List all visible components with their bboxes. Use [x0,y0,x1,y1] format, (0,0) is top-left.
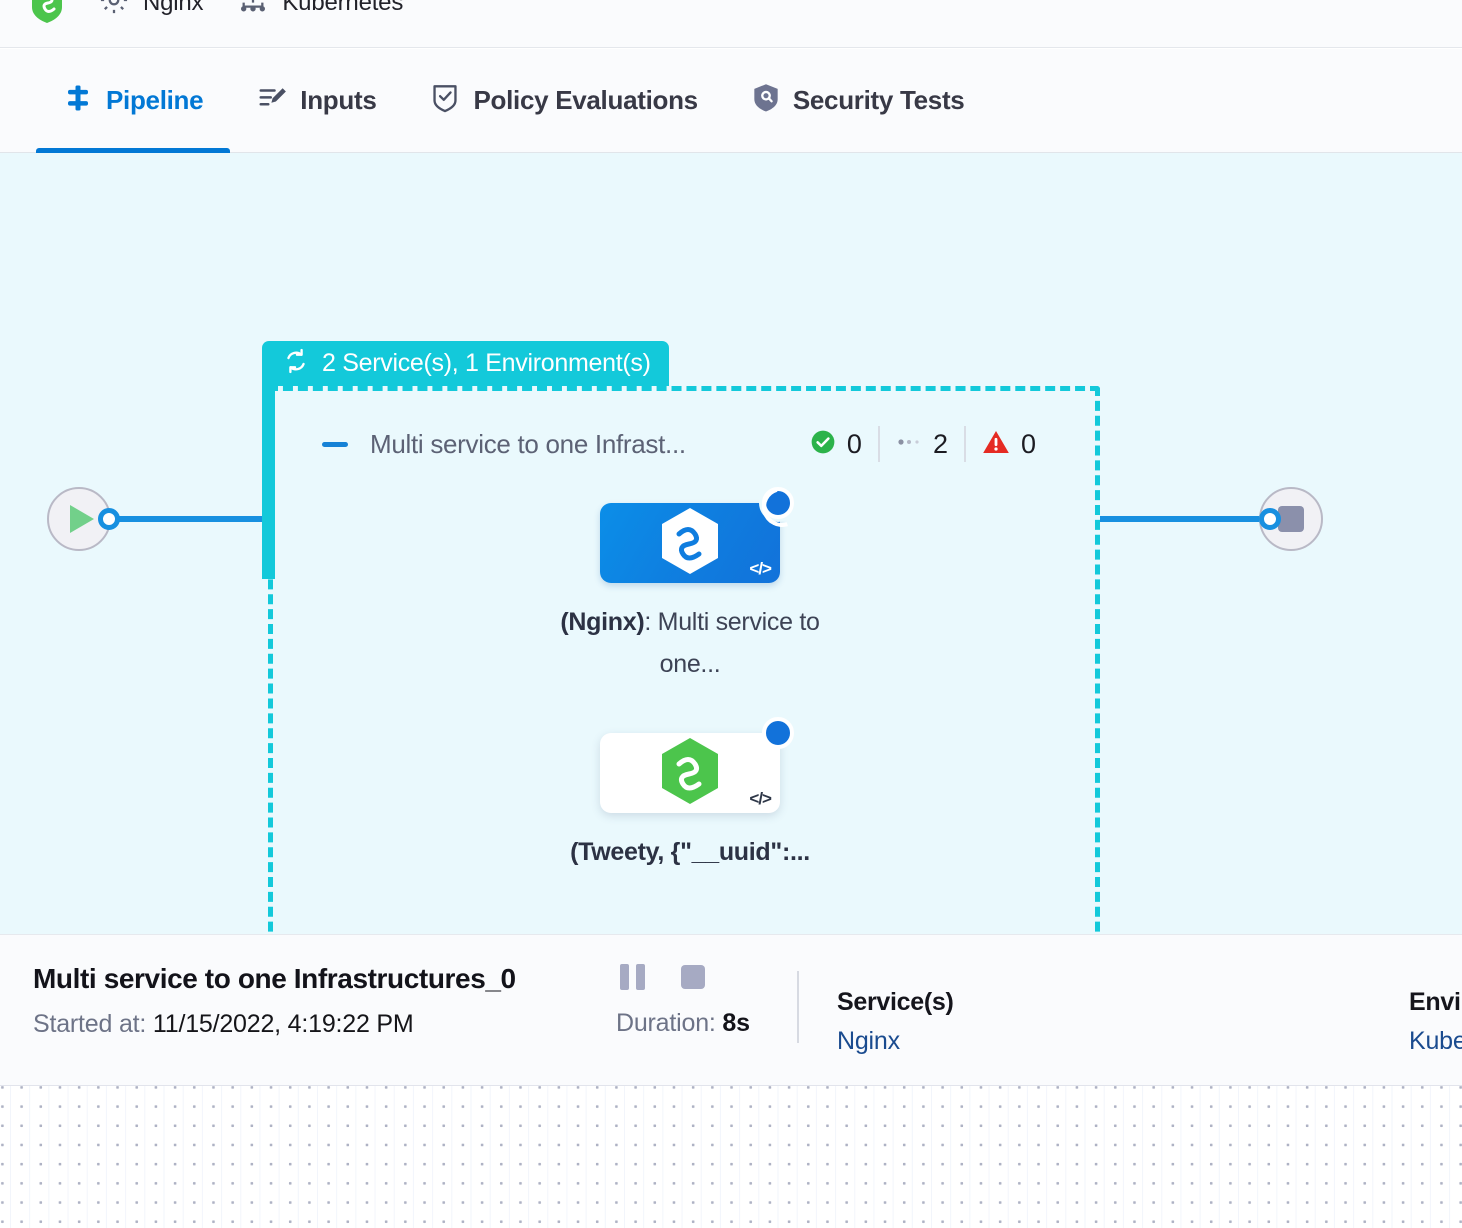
execution-title: Multi service to one Infrastructures_0 [33,963,516,994]
node-card-tweety[interactable]: </> [600,717,794,813]
stop-icon[interactable] [681,965,705,989]
node-label-nginx-bold: (Nginx) [560,608,645,636]
tab-label-inputs: Inputs [300,85,377,115]
execution-duration: Duration: 8s [616,1009,750,1038]
node-status-badge[interactable] [762,717,794,749]
pipeline-node-nginx[interactable]: </> (Nginx): Multi service to one... [560,487,820,685]
gear-icon [98,0,130,21]
breadcrumb: Nginx Kubernetes [0,0,1462,48]
start-output-port[interactable] [98,508,120,530]
node-label-tweety: (Tweety, {"__uuid":... [560,831,820,873]
play-icon [70,505,94,533]
node-label-nginx-rest: : Multi service to one... [644,608,820,678]
tab-bar: Pipeline Inputs Policy Evaluations [0,49,1462,153]
warning-triangle-icon [982,429,1010,460]
execution-started-at: Started at: 11/15/2022, 4:19:22 PM [33,1010,414,1039]
playback-controls [620,964,705,990]
node-label-nginx: (Nginx): Multi service to one... [560,601,820,685]
harness-shield-icon [30,0,64,29]
execution-info-panel: Multi service to one Infrastructures_0 S… [0,934,1462,1086]
tab-label-security-tests: Security Tests [792,85,965,115]
pipeline-node-tweety[interactable]: </> (Tweety, {"__uuid":... [570,717,820,873]
duration-label: Duration: [616,1009,716,1037]
harness-hexagon-icon [658,506,722,581]
loop-repeat-icon [282,347,310,380]
node-status-running-badge[interactable] [762,487,794,519]
pipeline-end-node[interactable] [1259,487,1323,551]
connector-start-to-group [112,516,267,522]
environment-link-kubernetes[interactable]: Kube [1409,1027,1462,1055]
stop-icon [1278,506,1304,532]
duration-value: 8s [722,1009,750,1037]
kubernetes-icon [237,0,269,21]
status-count-success: 0 [794,426,878,462]
status-count-failed-value: 0 [1020,428,1036,459]
breadcrumb-item-project[interactable] [30,0,64,29]
pause-icon[interactable] [620,964,645,990]
stage-group-badge-label: 2 Service(s), 1 Environment(s) [322,349,651,377]
breadcrumb-label-nginx: Nginx [143,0,204,16]
status-count-running: 2 [877,426,964,462]
execution-started-label: Started at: [33,1010,147,1038]
environments-column: Envi Kube [1409,988,1462,1056]
collapse-dash-icon[interactable] [322,441,348,447]
end-input-port[interactable] [1259,508,1281,530]
status-counts: 0 2 [794,423,1052,465]
services-column: Service(s) Nginx [837,988,954,1056]
inputs-icon [257,83,287,118]
tab-label-pipeline: Pipeline [106,85,204,115]
services-heading: Service(s) [837,988,954,1016]
stage-group-left-bar [262,383,275,579]
code-brackets-icon: </> [749,559,772,578]
stage-group-header: Multi service to one Infrast... 0 [322,423,1052,465]
stage-group-badge[interactable]: 2 Service(s), 1 Environment(s) [262,341,669,386]
node-label-tweety-bold: (Tweety, {"__uuid":... [570,838,810,866]
tab-pipeline[interactable]: Pipeline [36,49,231,153]
code-brackets-icon: </> [749,789,772,808]
harness-hexagon-green-icon [658,736,722,811]
pipeline-icon [63,83,93,118]
tab-inputs[interactable]: Inputs [230,49,403,153]
pipeline-canvas[interactable]: 2 Service(s), 1 Environment(s) Multi ser… [0,153,1462,934]
designer-dot-grid[interactable] [0,1086,1462,1228]
status-count-success-value: 0 [846,428,862,459]
stage-group-box[interactable] [268,386,1100,934]
connector-group-to-end [1100,516,1265,522]
tab-policy-evaluations[interactable]: Policy Evaluations [403,49,724,153]
check-circle-icon [810,429,836,460]
policy-shield-check-icon [430,82,460,119]
status-count-failed: 0 [963,426,1052,462]
breadcrumb-item-nginx[interactable]: Nginx [98,0,204,21]
security-shield-icon [752,82,780,119]
environments-heading: Envi [1409,988,1461,1016]
service-link-nginx[interactable]: Nginx [837,1027,900,1055]
breadcrumb-label-kubernetes: Kubernetes [282,0,404,16]
panel-divider [797,971,799,1043]
tab-label-policy-evaluations: Policy Evaluations [473,85,698,115]
tab-security-tests[interactable]: Security Tests [725,49,992,153]
stage-group-title: Multi service to one Infrast... [370,428,686,459]
dots-icon [896,435,922,454]
breadcrumb-item-kubernetes[interactable]: Kubernetes [237,0,403,21]
node-card-nginx[interactable]: </> [600,487,794,583]
execution-started-value: 11/15/2022, 4:19:22 PM [152,1010,414,1038]
status-count-running-value: 2 [932,428,948,459]
